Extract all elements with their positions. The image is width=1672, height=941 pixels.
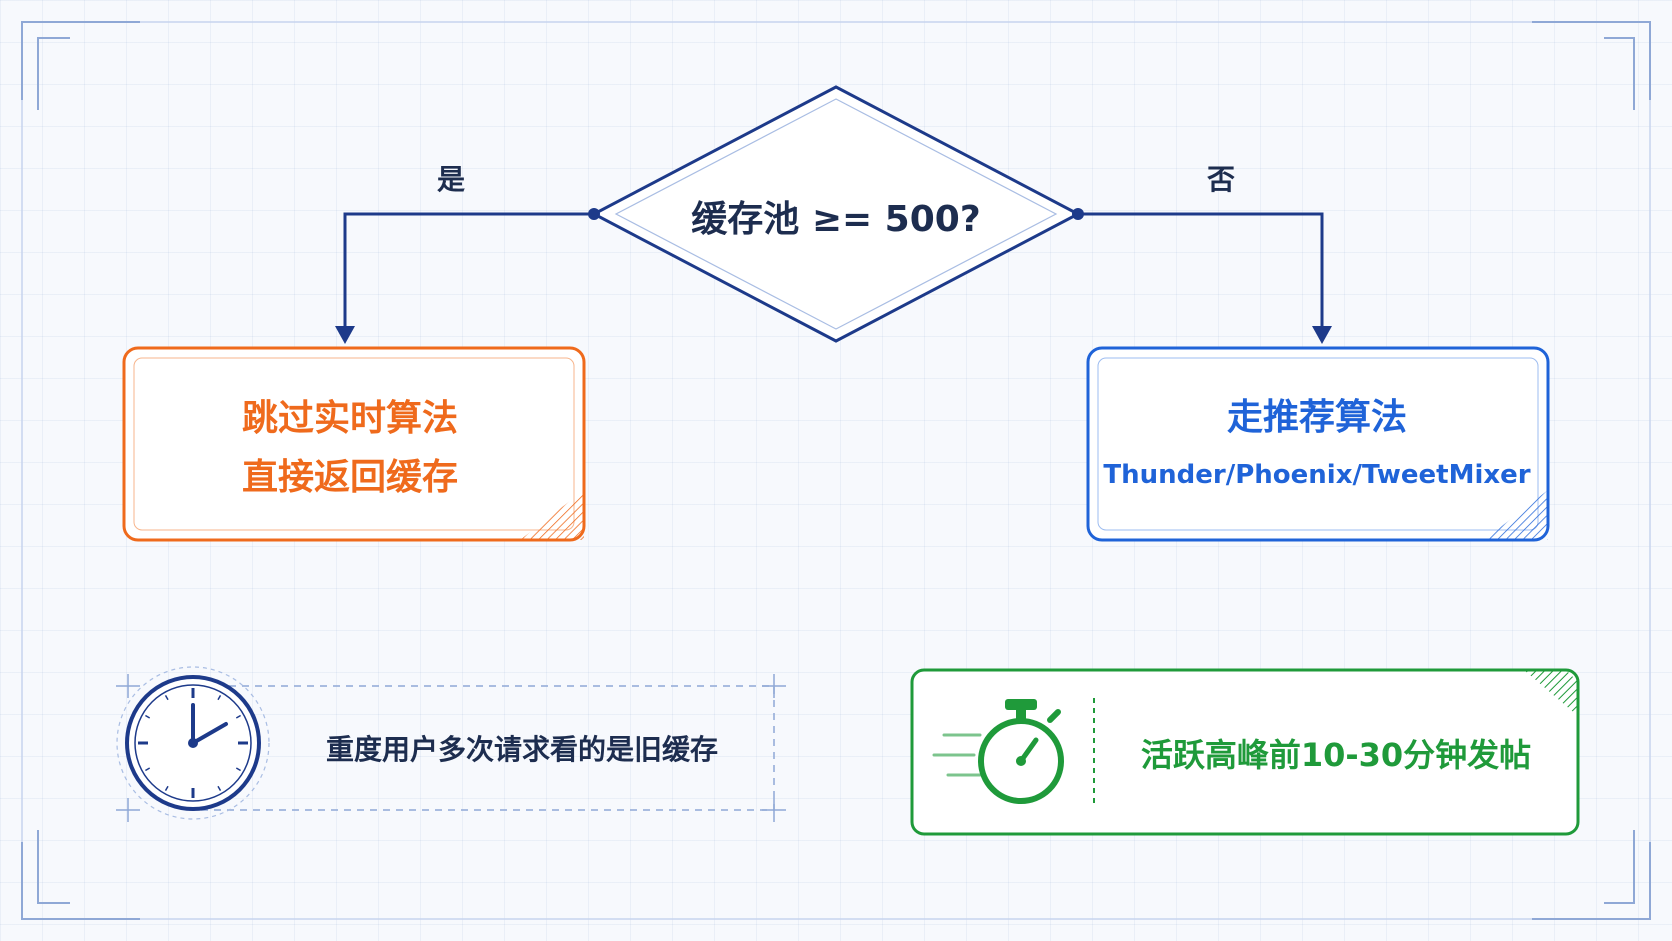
skip-box (122, 346, 586, 542)
corner-brackets (21, 21, 1651, 920)
peak-note-box (910, 668, 1580, 836)
decision-question: 缓存池 ≥= 500? (691, 199, 981, 240)
skip-box-line1: 跳过实时算法 (241, 398, 459, 439)
stopwatch-icon (932, 699, 1064, 804)
recommend-box-subtitle: Thunder/Phoenix/TweetMixer (1103, 460, 1531, 490)
skip-box-line2: 直接返回缓存 (241, 457, 459, 498)
yes-connector (335, 208, 600, 344)
no-branch-label: 否 (1206, 163, 1236, 196)
no-connector (1072, 208, 1332, 344)
decision-diamond (590, 85, 1082, 343)
yes-branch-label: 是 (436, 163, 466, 196)
peak-note-text: 活跃高峰前10-30分钟发帖 (1140, 736, 1532, 774)
clock-icon (116, 666, 270, 820)
recommend-box-title: 走推荐算法 (1226, 397, 1408, 438)
heavy-user-note-text: 重度用户多次请求看的是旧缓存 (325, 733, 719, 766)
recommend-box (1086, 346, 1550, 542)
